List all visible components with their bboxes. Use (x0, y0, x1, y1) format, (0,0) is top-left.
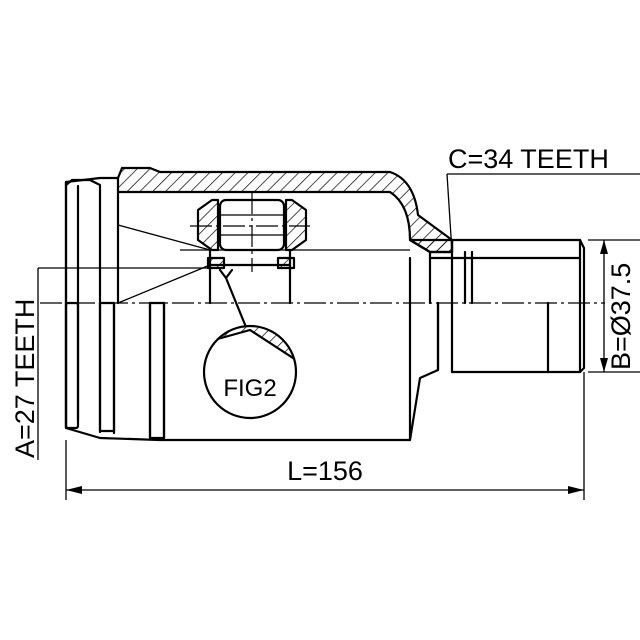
b-diameter-dimension: B=Ø37.5 (588, 239, 640, 373)
c-spline-label: C=34 TEETH (448, 144, 609, 174)
b-diameter-label: B=Ø37.5 (606, 263, 636, 370)
fig2-label: FIG2 (223, 375, 276, 402)
stub-shaft (408, 238, 586, 374)
outer-housing (64, 166, 454, 442)
inner-section (116, 190, 410, 334)
a-spline-dimension: A=27 TEETH (10, 267, 210, 460)
fig2-detail: FIG2 (202, 324, 298, 420)
length-label: L=156 (287, 456, 363, 486)
c-spline-dimension: C=34 TEETH (446, 144, 640, 253)
length-dimension: L=156 (65, 372, 585, 500)
a-spline-label: A=27 TEETH (10, 299, 40, 458)
